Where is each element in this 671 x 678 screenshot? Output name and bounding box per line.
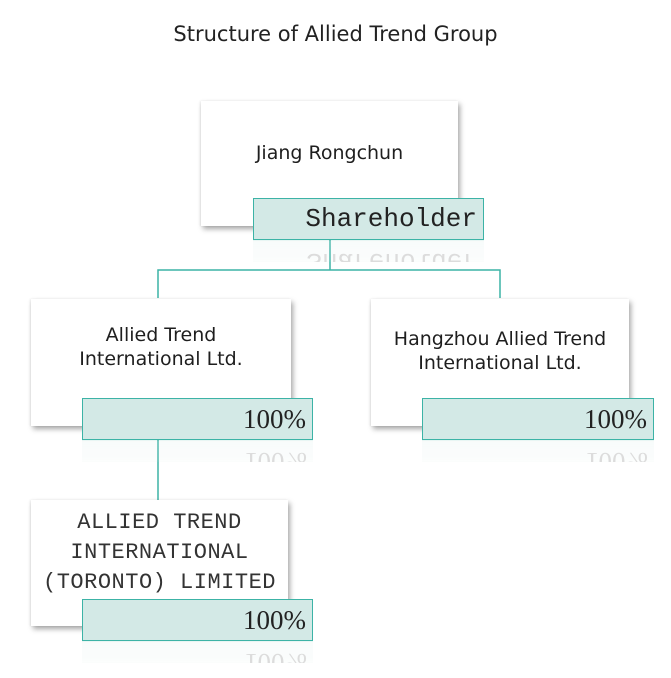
node-name: Jiang Rongchun [255, 142, 404, 164]
ownership-tag-left: 100% [82, 398, 313, 440]
node-allied-trend-international: Allied Trend International Ltd. [31, 299, 291, 426]
node-name: Allied Trend International Ltd. [79, 324, 243, 370]
diagram-title: Structure of Allied Trend Group [173, 22, 498, 46]
node-name: Hangzhou Allied Trend International Ltd. [393, 328, 607, 374]
ownership-tag-right: 100% [422, 398, 654, 440]
ownership-tag-child: 100% [82, 599, 313, 641]
shareholder-tag: Shareholder [253, 198, 484, 240]
connector-root-to-branches [157, 269, 501, 298]
node-allied-trend-toronto: ALLIED TREND INTERNATIONAL (TORONTO) LIM… [31, 500, 288, 626]
node-name: ALLIED TREND INTERNATIONAL (TORONTO) LIM… [43, 510, 276, 595]
